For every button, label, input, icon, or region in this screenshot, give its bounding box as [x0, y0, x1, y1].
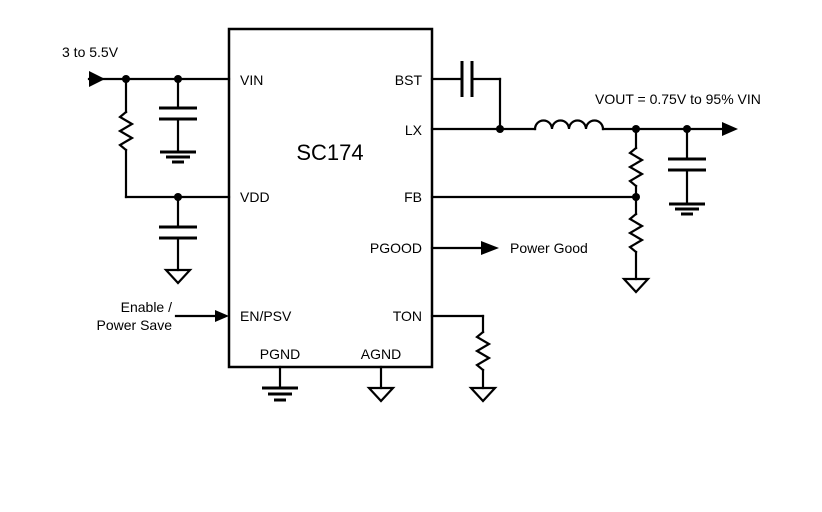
pin-label-lx: LX — [405, 122, 423, 138]
enable-label-line1: Enable / — [121, 299, 172, 315]
vdd-capacitor — [159, 195, 197, 272]
pin-label-vdd: VDD — [240, 189, 270, 205]
output-capacitor — [668, 127, 706, 206]
ic-body — [227, 27, 434, 369]
vdd-resistor — [117, 77, 135, 199]
ground-icon — [160, 150, 196, 164]
agnd-ground-icon — [366, 365, 396, 403]
pin-label-ton: TON — [393, 308, 422, 324]
feedback-resistor-bottom — [627, 195, 645, 281]
ton-ground-icon — [468, 386, 498, 403]
junction-dot — [496, 125, 504, 133]
enable-label-line2: Power Save — [97, 317, 173, 333]
feedback-resistor-top — [627, 127, 645, 199]
output-arrow-icon — [722, 122, 738, 136]
input-capacitor — [159, 77, 197, 154]
ground-triangle-icon — [163, 268, 193, 285]
pin-label-bst: BST — [395, 72, 423, 88]
chip-name: SC174 — [296, 140, 363, 165]
enable-arrow-icon — [215, 310, 229, 322]
input-voltage-label: 3 to 5.5V — [62, 44, 119, 60]
output-inductor — [533, 119, 605, 131]
pin-label-vin: VIN — [240, 72, 263, 88]
output-voltage-label: VOUT = 0.75V to 95% VIN — [595, 91, 761, 107]
pgnd-ground-icon — [262, 365, 298, 402]
bst-capacitor — [430, 61, 502, 131]
pin-label-fb: FB — [404, 189, 422, 205]
pin-label-en-psv: EN/PSV — [240, 308, 292, 324]
pin-label-pgood: PGOOD — [370, 240, 422, 256]
feedback-ground-icon — [621, 277, 651, 294]
ton-resistor — [430, 314, 492, 390]
pgood-arrow-icon — [481, 241, 499, 255]
pin-label-pgnd: PGND — [260, 346, 300, 362]
power-good-label: Power Good — [510, 240, 588, 256]
pin-label-agnd: AGND — [361, 346, 401, 362]
output-ground-icon — [669, 202, 705, 216]
